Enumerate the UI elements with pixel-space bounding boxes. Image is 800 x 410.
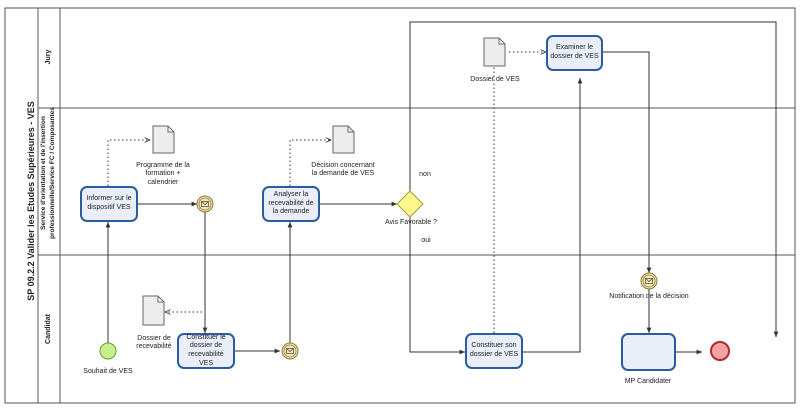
gateway-label: Avis Favorable ? [384, 219, 437, 226]
document-icon [142, 295, 165, 326]
subprocess-candidater[interactable] [621, 333, 676, 371]
gateway-no-label: non [419, 171, 431, 178]
lane-title-jury: Jury [45, 49, 52, 65]
lane-title-candidat: Candidat [45, 314, 52, 344]
data-associations [107, 52, 546, 333]
task-constituer-ves[interactable]: Constituer son dossier de VES [465, 333, 523, 369]
lane-title-service: Service d'orientation et de l'insertion … [39, 98, 59, 248]
gateway-yes-label: oui [421, 237, 431, 244]
assoc-constituer-dossier-recev [165, 312, 206, 333]
flow-constituer-ves-to-examiner [523, 78, 583, 353]
document-label-decision: Décision concernant la demande de VES [311, 162, 375, 178]
flow-gateway-non-to-end [409, 21, 779, 337]
document-label-programme: Programme de la formation + calendrier [136, 162, 190, 186]
document-label-dossier-ves: Dossier de VES [470, 76, 520, 83]
assoc-analyser-decision [289, 140, 331, 186]
document-icon [483, 37, 506, 67]
document-icon [152, 125, 175, 154]
message-event-icon [281, 342, 299, 360]
start-event-label: Souhait de VES [83, 368, 133, 375]
subprocess-label: MP Candidater [624, 378, 672, 385]
pool [4, 7, 796, 404]
lane-title-service-line2: professionnelle/Service FC / Composantes [49, 107, 56, 239]
notification-event-label: Notification de la décision [609, 293, 689, 300]
pool-border [4, 7, 796, 404]
task-examiner[interactable]: Examiner le dossier de VES [546, 35, 603, 71]
message-event-icon [640, 272, 658, 290]
sequence-flows [105, 21, 779, 355]
flow-gateway-oui-to-constituer-ves [409, 217, 465, 355]
end-event [710, 341, 730, 361]
task-analyser[interactable]: Analyser la recevabilité de la demande [262, 186, 320, 222]
start-event [99, 342, 117, 360]
document-label-dossier-recevabilite: Dossier de recevabilité [136, 335, 172, 351]
flow-examiner-to-notification [603, 51, 652, 273]
pool-title: SP 09.2.2 Valider les Etudes Supérieures… [26, 101, 36, 301]
message-event-icon [196, 195, 214, 213]
task-informer[interactable]: Informer sur le dispositif VES [80, 186, 138, 222]
document-icon [332, 125, 355, 154]
lane-title-service-line1: Service d'orientation et de l'insertion [40, 116, 47, 230]
task-constituer-recevabilite[interactable]: Constituer le dossier de recevabilité VE… [177, 333, 235, 369]
exclusive-gateway [396, 190, 424, 218]
